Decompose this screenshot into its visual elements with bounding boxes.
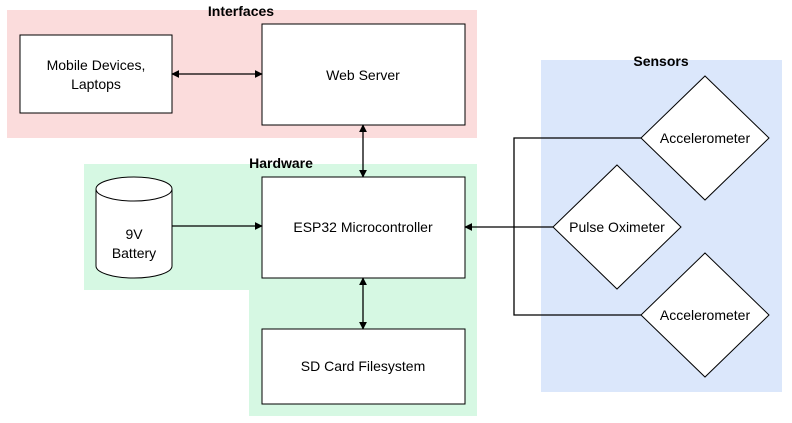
- hardware-group-title: Hardware: [249, 155, 313, 171]
- interfaces-group-title: Interfaces: [208, 3, 274, 19]
- accelerometer-bottom-node: [640, 252, 770, 378]
- web-server-label: Web Server: [326, 67, 400, 83]
- esp32-label: ESP32 Microcontroller: [293, 219, 433, 235]
- web-server-node: [261, 23, 466, 126]
- accelerometer-bottom-label: Accelerometer: [660, 307, 751, 323]
- pulse-oximeter-node: [552, 164, 682, 290]
- pulse-oximeter-label: Pulse Oximeter: [569, 219, 665, 235]
- battery-label-line1: 9V: [125, 226, 143, 242]
- mobile-devices-label-line2: Laptops: [71, 76, 121, 92]
- battery-label-line2: Battery: [112, 245, 156, 261]
- battery-node: [95, 176, 173, 279]
- accelerometer-top-node: [640, 75, 770, 201]
- accelerometer-top-label: Accelerometer: [660, 130, 751, 146]
- sensors-group-title: Sensors: [633, 53, 688, 69]
- mobile-devices-label-line1: Mobile Devices,: [47, 57, 146, 73]
- sd-card-node: [261, 328, 466, 405]
- mobile-devices-node: [19, 34, 173, 114]
- esp32-node: [261, 176, 466, 279]
- sd-card-label: SD Card Filesystem: [301, 358, 425, 374]
